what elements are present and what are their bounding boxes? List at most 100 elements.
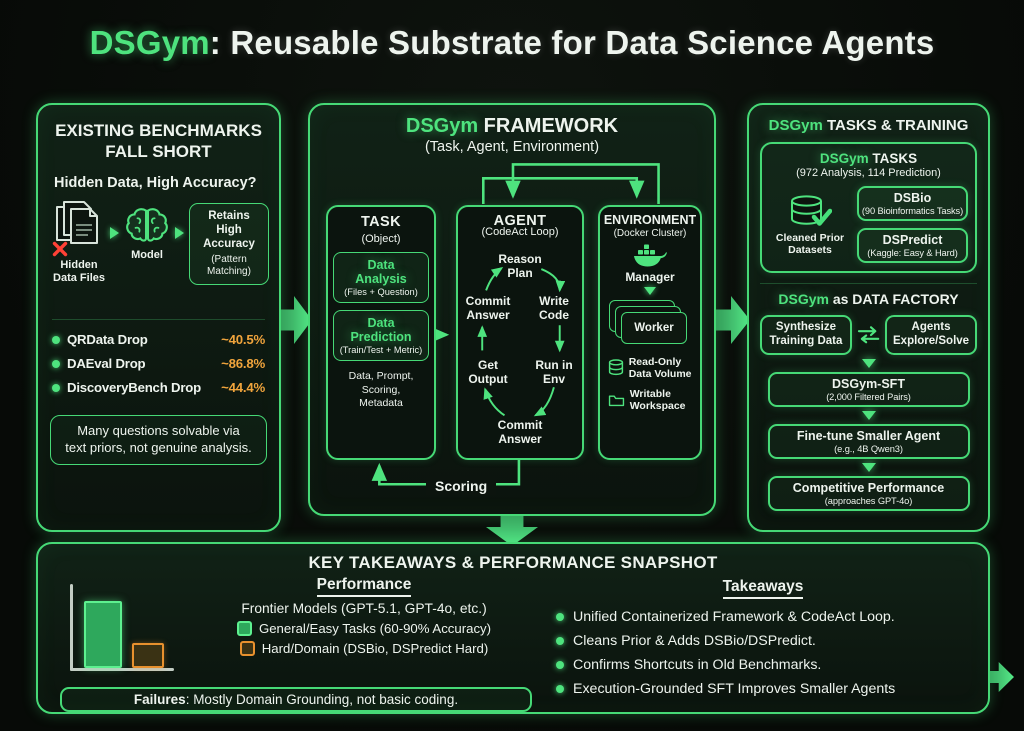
chart-x-axis (70, 668, 174, 671)
takeaway-text: Execution-Grounded SFT Improves Smaller … (573, 681, 896, 697)
failures-box: Failures: Mostly Domain Grounding, not b… (60, 687, 532, 712)
small-arrow-down-icon (644, 286, 656, 295)
model-label: Model (131, 249, 163, 262)
takeaways-title: Takeaways (556, 578, 970, 599)
data-factory-title: DSGym as DATA FACTORY (760, 283, 977, 307)
benchmarks-title: EXISTING BENCHMARKS FALL SHORT (55, 121, 262, 161)
task-suites: DSBio (90 Bioinformatics Tasks) DSPredic… (857, 186, 968, 263)
legend-item: Hard/Domain (DSBio, DSPredict Hard) (184, 641, 544, 656)
sft-box: DSGym-SFT (2,000 Filtered Pairs) (767, 371, 970, 407)
takeaway-item: Unified Containerized Framework & CodeAc… (556, 609, 970, 625)
synthesize-box: Synthesize Training Data (760, 315, 852, 355)
run-in-env-node: Run in Env (535, 358, 573, 386)
environment-subtitle: (Docker Cluster) (613, 227, 687, 239)
benchmark-drops-list: QRData Drop ~40.5% DAEval Drop ~86.8% Di… (52, 319, 265, 395)
takeaway-text: Cleans Prior & Adds DSBio/DSPredict. (573, 633, 816, 649)
brand-text: DSGym (89, 24, 210, 61)
worker-label: Worker (634, 321, 674, 334)
tasks-subpanel: DSGym TASKS (972 Analysis, 114 Predictio… (760, 142, 977, 273)
check-icon (811, 208, 832, 226)
drop-item: DiscoveryBench Drop ~44.4% (52, 380, 265, 395)
data-analysis-title: Data Analysis (355, 258, 407, 287)
commit-answer-node: Commit Answer (497, 418, 543, 446)
data-volume-label: Read-Only Data Volume (628, 355, 692, 380)
legend-label: Hard/Domain (DSBio, DSPredict Hard) (261, 641, 489, 656)
retains-subtitle: (Pattern Matching) (207, 253, 251, 277)
dspredict-subtitle: (Kaggle: Easy & Hard) (867, 248, 958, 258)
small-arrow-down-icon (861, 358, 876, 368)
exchange-arrows-icon (857, 326, 880, 344)
drop-item: QRData Drop ~40.5% (52, 332, 265, 347)
task-subtitle: (Object) (361, 232, 401, 245)
cleaned-datasets-label: Cleaned Prior Datasets (775, 231, 845, 256)
page-title: DSGym: Reusable Substrate for Data Scien… (0, 24, 1024, 62)
takeaways-section: Takeaways Unified Containerized Framewor… (556, 578, 970, 705)
benchmarks-panel: EXISTING BENCHMARKS FALL SHORT Hidden Da… (36, 103, 281, 532)
factory-loop: Synthesize Training Data Agents Explore/… (760, 315, 977, 355)
task-title: TASK (361, 214, 401, 230)
training-panel: DSGym TASKS & TRAINING DSGym TASKS (972 … (747, 103, 990, 532)
benchmarks-pipeline: Hidden Data Files Model Retains High Acc… (48, 197, 269, 309)
small-arrow-right-icon (110, 227, 119, 240)
arrow-right-icon (276, 296, 312, 344)
takeaway-item: Execution-Grounded SFT Improves Smaller … (556, 681, 970, 697)
benchmarks-question: Hidden Data, High Accuracy? (54, 175, 257, 192)
docker-icon (634, 244, 667, 267)
manager-label: Manager (625, 269, 675, 284)
drop-value: ~44.4% (221, 380, 265, 396)
snapshot-panel: KEY TAKEAWAYS & PERFORMANCE SNAPSHOT Per… (36, 542, 990, 714)
takeaway-text: Confirms Shortcuts in Old Benchmarks. (573, 657, 822, 673)
mini-bar-chart (60, 584, 178, 682)
retains-title: Retains High Accuracy (203, 210, 255, 251)
hidden-files-figure: Hidden Data Files (48, 197, 110, 284)
folder-icon (608, 395, 624, 407)
training-title: DSGym TASKS & TRAINING (769, 117, 969, 134)
retains-box: Retains High Accuracy (Pattern Matching) (189, 203, 269, 285)
agent-subtitle: (CodeAct Loop) (481, 225, 559, 238)
dsbio-subtitle: (90 Bioinformatics Tasks) (861, 206, 964, 216)
brand-text: DSGym (405, 115, 479, 137)
arrow-right-icon (712, 296, 750, 344)
competitive-box: Competitive Performance (approaches GPT-… (767, 475, 970, 511)
drop-value: ~86.8% (221, 356, 265, 372)
takeaway-item: Cleans Prior & Adds DSBio/DSPredict. (556, 633, 970, 649)
tasks-title-text: TASKS (868, 151, 918, 166)
drop-value: ~40.5% (221, 332, 265, 348)
small-arrow-right-icon (175, 227, 184, 240)
datasets-figure: Cleaned Prior Datasets (769, 193, 851, 256)
framework-header: DSGym FRAMEWORK (Task, Agent, Environmen… (310, 115, 714, 155)
drop-name: QRData Drop (67, 332, 148, 348)
takeaway-text: Unified Containerized Framework & CodeAc… (573, 609, 895, 625)
legend-swatch-orange (239, 641, 255, 656)
performance-title: Performance (184, 576, 544, 597)
small-arrow-down-icon (861, 410, 876, 420)
worker-stack: Worker (609, 299, 691, 348)
agent-box: AGENT (CodeAct Loop) Reason Plan (456, 205, 584, 460)
bullet-icon (556, 685, 564, 693)
small-arrow-down-icon (861, 462, 876, 472)
drop-name: DiscoveryBench Drop (67, 380, 201, 396)
title-text: : Reusable Substrate for Data Science Ag… (209, 24, 935, 61)
dspredict-box: DSPredict (Kaggle: Easy & Hard) (857, 228, 968, 263)
snapshot-title: KEY TAKEAWAYS & PERFORMANCE SNAPSHOT (308, 553, 718, 572)
finetune-title: Fine-tune Smaller Agent (796, 428, 941, 443)
database-icon (608, 359, 623, 375)
legend-item: General/Easy Tasks (60-90% Accuracy) (184, 621, 544, 636)
explore-box: Agents Explore/Solve (885, 315, 977, 355)
environment-title: ENVIRONMENT (603, 213, 697, 227)
data-analysis-subtitle: (Files + Question) (344, 287, 418, 298)
note-box: Many questions solvable via text priors,… (50, 415, 267, 466)
training-title-text: TASKS & TRAINING (822, 117, 969, 134)
framework-title: DSGym FRAMEWORK (310, 115, 714, 138)
sft-title: DSGym-SFT (832, 376, 905, 391)
scoring-label: Scoring (426, 477, 497, 495)
legend-swatch-green (236, 621, 252, 636)
framework-subtitle: (Task, Agent, Environment) (424, 139, 600, 155)
files-label: Hidden Data Files (53, 259, 105, 285)
bullet-icon (52, 383, 60, 392)
finetune-box: Fine-tune Smaller Agent (e.g., 4B Qwen3) (767, 423, 970, 459)
framework-panel: DSGym FRAMEWORK (Task, Agent, Environmen… (308, 103, 716, 516)
environment-box: ENVIRONMENT (Docker Cluster) Manager Wor… (598, 205, 702, 460)
data-volume-row: Read-Only Data Volume (608, 356, 693, 380)
